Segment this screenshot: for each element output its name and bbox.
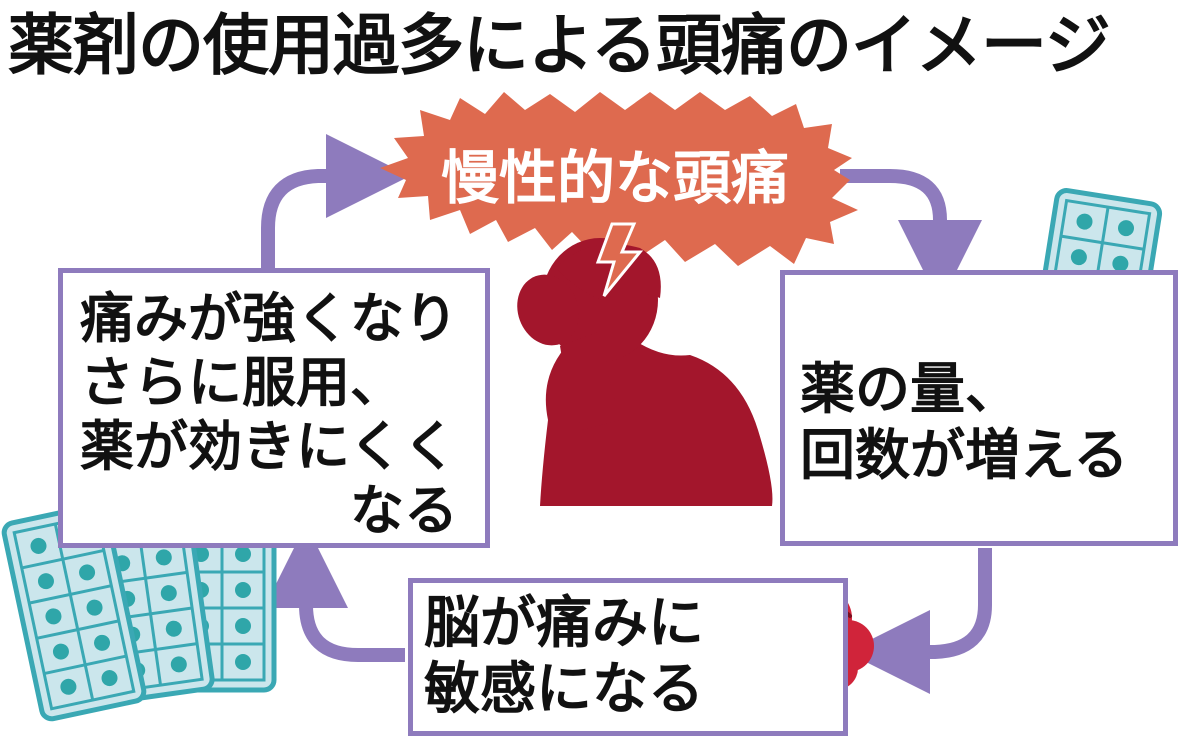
increased-pain-line-2: さらに服用、 bbox=[80, 351, 404, 414]
increased-pain-box bbox=[58, 268, 490, 548]
arrow-to-more-medication bbox=[840, 169, 982, 304]
increased-pain-line-1: 痛みが強くなり bbox=[80, 287, 458, 350]
more-medication-line-1: 薬の量、 bbox=[800, 357, 1021, 421]
brain-sensitive-line-1: 脳が痛みに bbox=[424, 591, 704, 656]
chronic-headache-label: 慢性的な頭痛 bbox=[440, 144, 789, 212]
more-medication-line-2: 回数が増える bbox=[800, 423, 1129, 487]
more-medication-box bbox=[780, 270, 1178, 546]
arrow-to-chronic-headache bbox=[261, 134, 410, 270]
increased-pain-line-3: 薬が効きにくく bbox=[80, 415, 457, 478]
lightning-icon bbox=[595, 222, 644, 297]
headache-person-illustration bbox=[517, 238, 773, 506]
arrow-to-brain-sensitive bbox=[846, 548, 992, 694]
page-title: 薬剤の使用過多による頭痛のイメージ bbox=[8, 7, 1111, 84]
increased-pain-line-4: なる bbox=[350, 479, 458, 542]
brain-sensitive-line-2: 敏感になる bbox=[424, 657, 704, 722]
brain-sensitive-box bbox=[408, 578, 848, 736]
arrow-to-painkiller-less-effective bbox=[264, 524, 405, 662]
headache-burst bbox=[380, 92, 858, 266]
